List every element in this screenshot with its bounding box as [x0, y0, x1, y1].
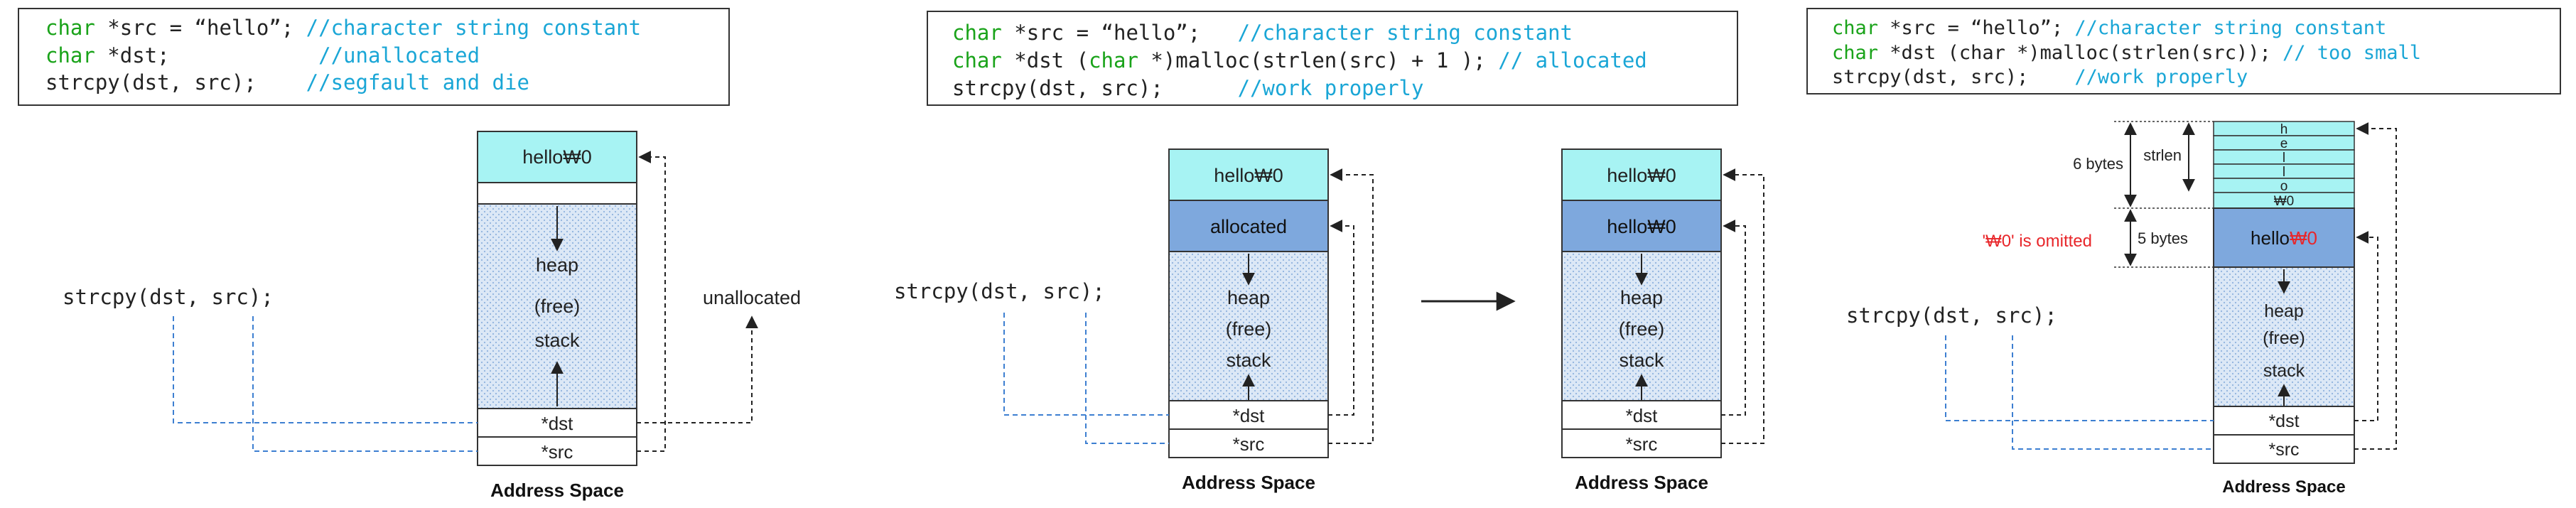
code-line-1: char *src = “hello”; //character string …: [952, 21, 1573, 45]
dst-label: *dst: [541, 413, 574, 434]
free-label: (free): [2263, 328, 2305, 348]
stack-label: stack: [534, 330, 580, 351]
char-label: l: [2283, 165, 2285, 180]
string-constant-label: hello₩0: [1214, 165, 1283, 186]
dst-link: [1945, 335, 2214, 421]
src-cell: [2213, 434, 2355, 464]
unallocated-label: unallocated: [703, 287, 801, 308]
strcpy-call: strcpy(dst, src);: [63, 285, 274, 309]
src-points-to-string-arrow: [2354, 122, 2397, 450]
src-label: *src: [541, 441, 573, 463]
char-label: o: [2280, 179, 2288, 194]
code-line-1: char *src = “hello”; //character string …: [45, 16, 641, 40]
char-label: e: [2280, 136, 2288, 151]
dst-label: *dst: [1233, 405, 1266, 426]
src-points-to-string-arrow: [1328, 168, 1374, 444]
null-omitted-warning: '₩0' is omitted: [1982, 232, 2092, 251]
dst-cell: [2213, 406, 2355, 436]
dst-points-to-copy-arrow: [2354, 231, 2378, 421]
memory-after: hello₩0 hello₩0 heap (free) stack *dst *…: [1561, 148, 1764, 493]
code-line-2: char *dst; //unallocated: [45, 43, 480, 67]
allocated-label: allocated: [1210, 216, 1287, 237]
code-line-1: char *src = “hello”; //character string …: [1832, 17, 2386, 39]
dst-points-unallocated-arrow: [637, 315, 758, 423]
code-box: [18, 8, 730, 106]
string-constant-chars: h e l l o ₩0: [2213, 121, 2355, 209]
char-label: ₩0: [2274, 194, 2295, 209]
strlen-label: strlen: [2143, 146, 2182, 164]
code-line-3: strcpy(dst, src); //segfault and die: [45, 70, 529, 94]
stack-label: stack: [1226, 350, 1271, 371]
src-link: [1085, 313, 1169, 444]
src-label: *src: [2268, 440, 2299, 460]
panel-too-small: char *src = “hello”; //character string …: [1806, 8, 2561, 497]
copied-string-label: hello₩0: [1607, 216, 1676, 237]
address-space-caption: Address Space: [1182, 472, 1315, 493]
src-label: *src: [1626, 433, 1658, 455]
address-space-caption: Address Space: [490, 480, 624, 501]
dst-points-to-allocated-arrow: [1328, 220, 1354, 416]
code-line-2: char *dst (char *)malloc(strlen(src) + 1…: [952, 48, 1647, 72]
panel-allocated: char *src = “hello”; //character string …: [894, 11, 1764, 493]
src-points-to-string-arrow: [1721, 168, 1764, 444]
free-label: (free): [534, 296, 581, 317]
dst-points-to-copy-arrow: [1721, 220, 1746, 416]
address-space-caption: Address Space: [1575, 472, 1708, 493]
stack-label: stack: [1619, 350, 1664, 371]
dst-cell: [1168, 400, 1329, 430]
string-constant-block: [1168, 148, 1329, 201]
string-constant-block: [477, 131, 637, 183]
heap-label: heap: [2264, 301, 2304, 321]
src-label: *src: [1233, 433, 1265, 455]
five-bytes-label: 5 bytes: [2138, 229, 2188, 247]
empty-block: [477, 182, 637, 205]
string-constant-label: hello₩0: [1607, 165, 1676, 186]
src-points-to-string-arrow: [637, 151, 666, 452]
memory-before: hello₩0 allocated heap (free) stack *dst…: [1003, 148, 1374, 493]
char-label: l: [2283, 151, 2285, 166]
dst-label: *dst: [1626, 405, 1659, 426]
panel-segfault: char *src = “hello”; //character string …: [18, 8, 801, 501]
src-link: [2012, 335, 2214, 450]
copied-string-block: [1561, 200, 1722, 252]
copied-string-block: [2213, 207, 2355, 268]
code-line-2: char *dst (char *)malloc(strlen(src)); /…: [1832, 42, 2421, 64]
code-box: [927, 11, 1738, 106]
code-line-3: strcpy(dst, src); //work properly: [1832, 66, 2248, 88]
heap-label: heap: [1620, 287, 1663, 308]
dst-link: [1003, 313, 1169, 416]
src-cell: [1561, 428, 1722, 458]
heap-label: heap: [536, 254, 578, 276]
free-label: (free): [1619, 318, 1665, 340]
free-label: (free): [1226, 318, 1272, 340]
string-constant-label: hello₩0: [522, 146, 592, 168]
src-link: [252, 316, 478, 452]
dst-link: [173, 316, 478, 423]
char-label: h: [2280, 122, 2288, 137]
dst-label: *dst: [2268, 411, 2299, 431]
copied-string-label: hello₩0: [2251, 227, 2317, 249]
code-box: [1806, 8, 2561, 94]
six-bytes-label: 6 bytes: [2073, 155, 2123, 173]
strcpy-call: strcpy(dst, src);: [894, 279, 1105, 303]
stack-label: stack: [2263, 361, 2305, 381]
code-line-3: strcpy(dst, src); //work properly: [952, 76, 1423, 100]
address-space-caption: Address Space: [2222, 477, 2345, 497]
strcpy-call: strcpy(dst, src);: [1846, 303, 2057, 328]
heap-label: heap: [1227, 287, 1270, 308]
